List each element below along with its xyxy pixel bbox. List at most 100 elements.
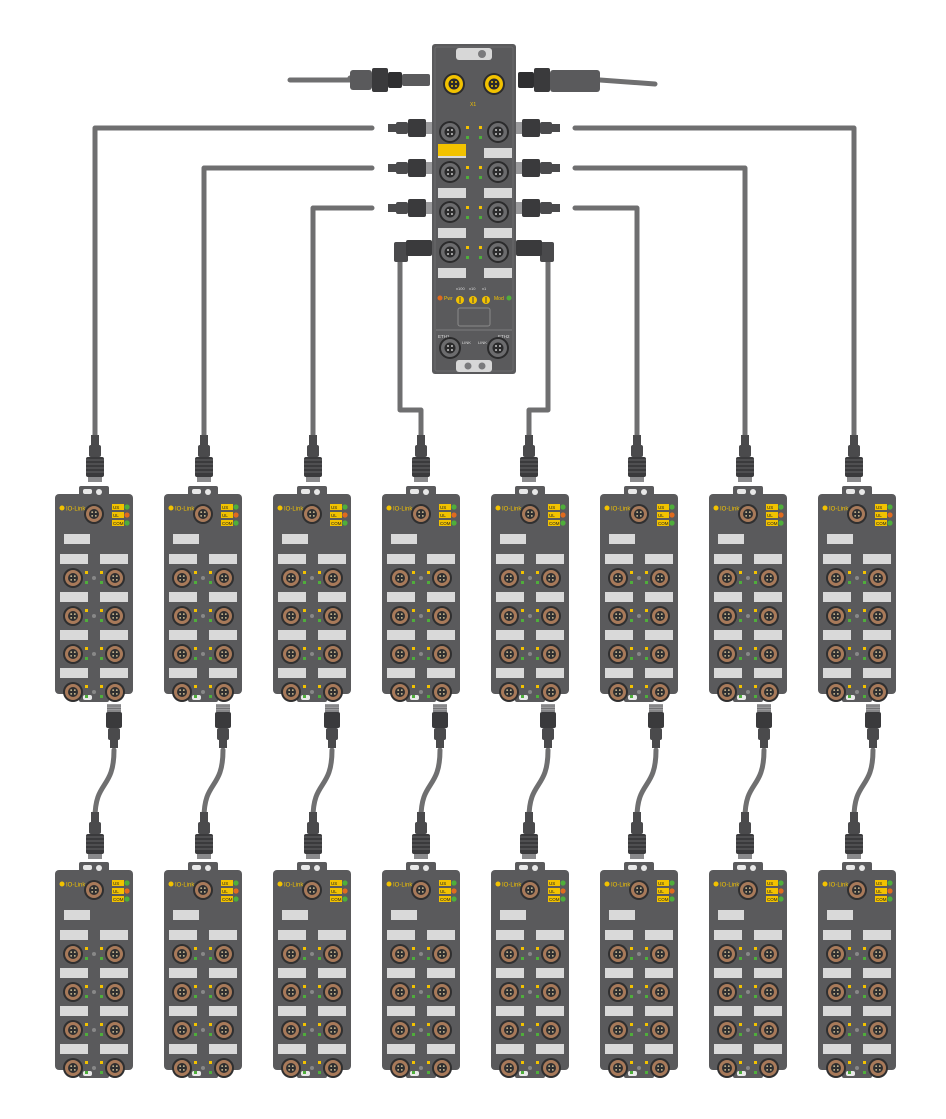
port-led [318, 581, 321, 584]
port-insert [831, 649, 841, 659]
port-pin [769, 1027, 772, 1030]
label-strip [645, 930, 673, 940]
label-strip [278, 592, 306, 602]
port-pin [179, 1027, 182, 1030]
port-pin [115, 989, 118, 992]
mount-screw [855, 1028, 859, 1032]
port-pin [727, 1065, 730, 1068]
label-strip [823, 554, 851, 564]
port-pin [769, 651, 772, 654]
port-led [412, 609, 415, 612]
port-insert [831, 1063, 841, 1073]
hub-port [172, 944, 192, 964]
rotary-switch-label: x10 [469, 286, 476, 291]
port-pin [618, 654, 621, 657]
led-label-us: US [113, 881, 119, 886]
port-pin [551, 1027, 554, 1030]
hub-input-port [302, 880, 322, 900]
port-led [739, 571, 742, 574]
hub-port [499, 682, 519, 702]
port-pin [878, 692, 881, 695]
angled-plug-body [540, 242, 554, 262]
port-led [536, 995, 539, 998]
brand-label: IO-Link [393, 507, 413, 513]
port-pin [727, 692, 730, 695]
status-led [778, 520, 784, 526]
label-strip [60, 630, 88, 640]
port-led [848, 581, 851, 584]
hub-port [281, 1020, 301, 1040]
port-pin [836, 989, 839, 992]
led-label-com: COM [549, 897, 560, 902]
mount-screw [201, 690, 205, 694]
port-pin [548, 992, 551, 995]
power-plug-out [518, 68, 600, 92]
brand-label: IO-Link [829, 507, 849, 513]
hub-port [759, 606, 779, 626]
plug-boot [417, 812, 425, 822]
port-pin [506, 951, 509, 954]
port-led [739, 695, 742, 698]
status-led [560, 504, 566, 510]
port-pin [495, 169, 498, 172]
port-pin [397, 992, 400, 995]
port-insert [110, 1025, 120, 1035]
port-led [194, 647, 197, 650]
port-pin [400, 651, 403, 654]
brand-dot [277, 505, 283, 511]
plug-nut [522, 199, 540, 217]
label-strip [438, 228, 466, 238]
port-pin [548, 1027, 551, 1030]
plug-nut [324, 712, 340, 728]
master-plug-x1 [388, 119, 432, 137]
hub-port [390, 568, 410, 588]
label-strip [863, 668, 891, 678]
label-strip [645, 1006, 673, 1016]
label-strip [60, 554, 88, 564]
port-pin [724, 578, 727, 581]
port-pin [657, 575, 660, 578]
mount-screw [310, 576, 314, 580]
port-insert [492, 246, 504, 258]
hub-port [63, 568, 83, 588]
led-label-box [875, 520, 887, 526]
status-led [887, 896, 893, 902]
mount-screw [310, 1066, 314, 1070]
port-led [754, 657, 757, 660]
port-pin [836, 951, 839, 954]
port-pin [636, 887, 639, 890]
port-led [466, 206, 469, 209]
port-insert [504, 1063, 514, 1073]
status-led [451, 888, 457, 894]
port-pin [333, 1030, 336, 1033]
status-led [669, 896, 675, 902]
port-pin [115, 954, 118, 957]
port-pin [727, 1027, 730, 1030]
port-insert [873, 987, 883, 997]
port-pin [833, 651, 836, 654]
port-pin [288, 575, 291, 578]
label-strip [605, 592, 633, 602]
port-pin [833, 654, 836, 657]
led-label-box [548, 888, 560, 894]
port-led [739, 657, 742, 660]
label-strip [500, 910, 526, 920]
port-pin [418, 887, 421, 890]
port-pin [418, 514, 421, 517]
port-pin [618, 689, 621, 692]
port-led [412, 695, 415, 698]
port-pin [615, 613, 618, 616]
port-insert [722, 649, 732, 659]
port-pin [748, 890, 751, 893]
hub-port [826, 1058, 846, 1078]
port-pin [179, 1030, 182, 1033]
port-pin [724, 992, 727, 995]
status-led [124, 504, 130, 510]
port-pin [498, 345, 501, 348]
port-pin [766, 654, 769, 657]
led-label-ul: UL [767, 889, 773, 894]
master-mount-top [456, 48, 492, 60]
port-pin [498, 348, 501, 351]
port-led [521, 1071, 524, 1074]
